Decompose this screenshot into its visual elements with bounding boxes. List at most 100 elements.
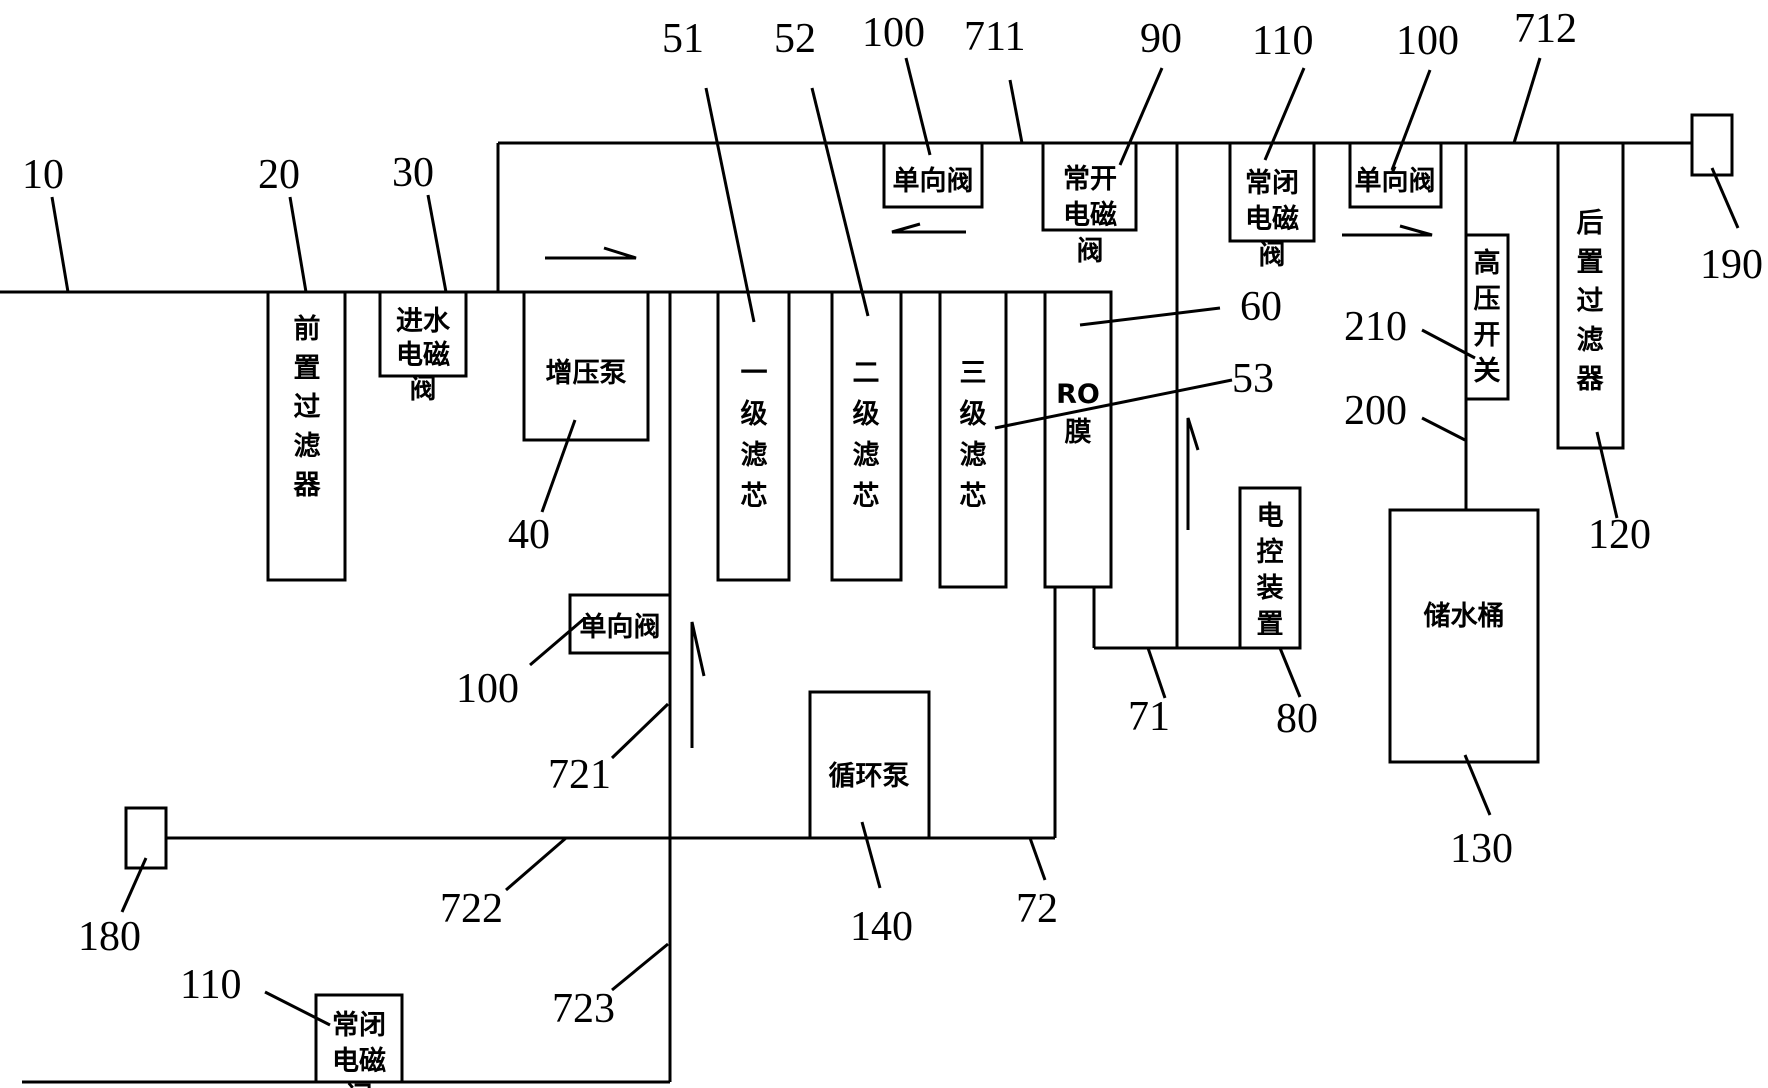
ref-10: 10 bbox=[22, 152, 64, 198]
ref-100-left: 100 bbox=[456, 666, 519, 712]
check-valve-left-label: 单向阀 bbox=[580, 611, 661, 643]
ref-190: 190 bbox=[1700, 242, 1763, 288]
leader-711 bbox=[1008, 79, 1024, 144]
booster-pump-label: 增压泵 bbox=[546, 357, 627, 389]
filter-1-box bbox=[716, 290, 791, 582]
ref-53: 53 bbox=[1232, 356, 1274, 402]
nc-solenoid-valve-bottom-label: 常闭电磁阀 bbox=[332, 1010, 386, 1088]
leader-110-bottom bbox=[264, 990, 331, 1027]
filter-3-label: 三级滤芯 bbox=[960, 358, 987, 512]
leader-120 bbox=[1595, 431, 1619, 519]
leader-721 bbox=[610, 702, 670, 760]
component-boxes bbox=[124, 113, 1734, 1084]
post-filter-box bbox=[1556, 141, 1625, 450]
leader-72 bbox=[1028, 837, 1047, 881]
leader-30 bbox=[426, 194, 448, 293]
reference-numerals: 10 20 30 40 51 52 53 60 71 72 711 712 72… bbox=[22, 6, 1763, 1032]
ref-40: 40 bbox=[508, 512, 550, 558]
pre-filter-box bbox=[266, 290, 347, 582]
leader-20 bbox=[288, 196, 308, 293]
filter-1-label: 一级滤芯 bbox=[741, 358, 768, 512]
leader-180 bbox=[120, 857, 148, 913]
ref-711: 711 bbox=[964, 14, 1025, 60]
post-filter-label: 后置过滤器 bbox=[1576, 208, 1605, 395]
leader-51 bbox=[704, 87, 756, 323]
leader-130 bbox=[1463, 754, 1492, 816]
leader-52 bbox=[810, 87, 870, 317]
hp-switch-box bbox=[1464, 233, 1510, 401]
no-solenoid-valve-label: 常开电磁阀 bbox=[1063, 164, 1117, 267]
leader-10 bbox=[50, 196, 70, 293]
flow-arrow-right-icon bbox=[1342, 224, 1433, 237]
booster-pump-box bbox=[522, 290, 650, 442]
filter-2-label: 二级滤芯 bbox=[853, 358, 880, 512]
ref-90: 90 bbox=[1140, 16, 1182, 62]
inlet-valve-label: 进水电磁阀 bbox=[396, 306, 451, 405]
circ-pump-box bbox=[808, 690, 931, 840]
ref-20: 20 bbox=[258, 152, 300, 198]
leader-40 bbox=[540, 419, 577, 513]
check-valve-right-box bbox=[1348, 141, 1443, 209]
filter-3-box bbox=[938, 290, 1008, 589]
ref-723: 723 bbox=[552, 986, 615, 1032]
ref-80: 80 bbox=[1276, 696, 1318, 742]
leader-200 bbox=[1421, 416, 1466, 442]
no-solenoid-valve-box bbox=[1041, 141, 1138, 232]
ref-712: 712 bbox=[1514, 6, 1577, 52]
leader-100-top bbox=[904, 57, 932, 156]
controller-box bbox=[1238, 486, 1302, 650]
ref-72: 72 bbox=[1016, 886, 1058, 932]
flow-arrows bbox=[545, 222, 1433, 748]
ref-100-right: 100 bbox=[1396, 18, 1459, 64]
ref-52: 52 bbox=[774, 16, 816, 62]
pre-filter-label: 前置过滤器 bbox=[293, 313, 322, 501]
ref-180: 180 bbox=[78, 914, 141, 960]
leader-100-left bbox=[529, 616, 586, 667]
ref-110-bottom: 110 bbox=[180, 962, 241, 1008]
nc-solenoid-valve-bottom-box bbox=[314, 993, 404, 1084]
controller-label: 电控装置 bbox=[1257, 501, 1284, 640]
flow-arrow-right-icon bbox=[545, 246, 637, 260]
flow-arrow-left-icon bbox=[891, 222, 966, 234]
leader-53 bbox=[994, 378, 1233, 430]
leader-110-top bbox=[1263, 67, 1306, 161]
leader-190 bbox=[1710, 167, 1740, 229]
tank-label: 储水桶 bbox=[1424, 601, 1505, 632]
ref-120: 120 bbox=[1588, 512, 1651, 558]
flow-arrow-up-icon bbox=[1186, 417, 1200, 530]
leader-712 bbox=[1512, 57, 1542, 144]
nc-solenoid-valve-top-label: 常闭电磁阀 bbox=[1245, 168, 1299, 271]
check-valve-top-box bbox=[882, 141, 984, 209]
leader-100-right bbox=[1390, 69, 1432, 171]
ref-200: 200 bbox=[1344, 388, 1407, 434]
outlet-port-190-box bbox=[1690, 113, 1734, 177]
ref-210: 210 bbox=[1344, 304, 1407, 350]
ref-140: 140 bbox=[850, 904, 913, 950]
leader-140 bbox=[860, 821, 882, 889]
check-valve-left-box bbox=[568, 593, 672, 655]
ref-130: 130 bbox=[1450, 826, 1513, 872]
ro-membrane-box bbox=[1043, 290, 1113, 589]
leader-71 bbox=[1146, 647, 1167, 699]
leader-80 bbox=[1278, 647, 1302, 698]
ref-722: 722 bbox=[440, 886, 503, 932]
leader-723 bbox=[611, 942, 669, 992]
leader-60 bbox=[1079, 306, 1221, 327]
circ-pump-label: 循环泵 bbox=[829, 761, 910, 792]
hp-switch-label: 高压开关 bbox=[1474, 247, 1501, 387]
check-valve-top-label: 单向阀 bbox=[893, 165, 974, 197]
leader-90 bbox=[1118, 67, 1164, 166]
ref-100-top: 100 bbox=[862, 10, 925, 56]
check-valve-right-label: 单向阀 bbox=[1355, 165, 1436, 197]
ref-51: 51 bbox=[662, 16, 704, 62]
inlet-valve-box bbox=[378, 290, 468, 378]
ref-721: 721 bbox=[548, 752, 611, 798]
flow-arrow-up-icon bbox=[690, 621, 706, 748]
leader-210 bbox=[1421, 328, 1476, 360]
nc-solenoid-valve-top-box bbox=[1228, 141, 1316, 243]
filter-2-box bbox=[830, 290, 903, 582]
ref-110-top: 110 bbox=[1252, 18, 1313, 64]
